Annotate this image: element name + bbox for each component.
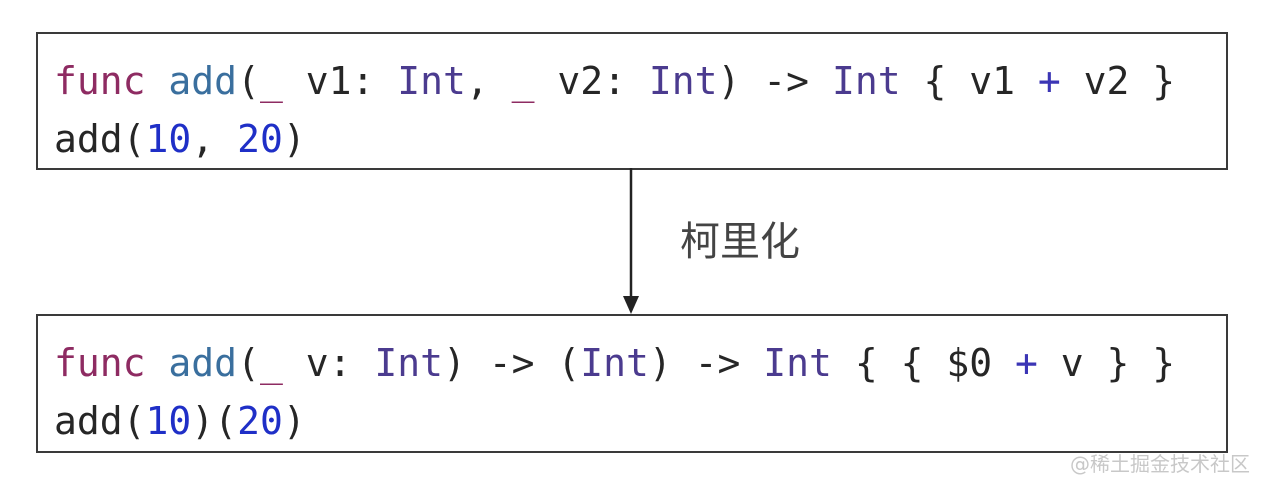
down-arrow-icon — [623, 168, 639, 314]
body-close: v } } — [1037, 341, 1176, 385]
paren-open: ( — [122, 117, 146, 161]
keyword-func: func — [54, 59, 146, 103]
call-name: add — [54, 399, 123, 443]
return-type: Int — [763, 341, 832, 385]
paren-mid: )( — [191, 399, 238, 443]
original-function-call: add(10, 20) — [54, 110, 1210, 168]
type-int: Int — [580, 341, 649, 385]
body-close: v2 } — [1060, 59, 1176, 103]
arrow-paren: ) -> ( — [442, 341, 581, 385]
original-function-declaration: func add(_ v1: Int, _ v2: Int) -> Int { … — [54, 52, 1210, 110]
plus-operator: + — [1037, 59, 1061, 103]
watermark: @稀土掘金技术社区 — [1070, 452, 1250, 476]
comma: , — [465, 59, 512, 103]
curried-function-call: add(10)(20) — [54, 392, 1210, 450]
number-literal: 20 — [237, 399, 283, 443]
curried-function-declaration: func add(_ v: Int) -> (Int) -> Int { { $… — [54, 334, 1210, 392]
keyword-func: func — [54, 341, 146, 385]
curried-code-box: func add(_ v: Int) -> (Int) -> Int { { $… — [36, 314, 1228, 453]
type-int: Int — [397, 59, 466, 103]
number-literal: 10 — [145, 399, 192, 443]
comma: , — [191, 117, 238, 161]
paren-close: ) — [282, 399, 306, 443]
paren-open: ( — [122, 399, 146, 443]
return-arrow: ) -> — [717, 59, 832, 103]
paren-close: ) — [282, 117, 306, 161]
param-v2: v2: — [534, 59, 649, 103]
body-open: { { $0 — [831, 341, 1015, 385]
original-code-box: func add(_ v1: Int, _ v2: Int) -> Int { … — [36, 32, 1228, 170]
plus-operator: + — [1014, 341, 1038, 385]
type-int: Int — [648, 59, 718, 103]
function-name: add — [168, 341, 238, 385]
call-name: add — [54, 117, 123, 161]
paren-open: ( — [237, 341, 260, 385]
underscore-label: _ — [259, 341, 283, 385]
body-open: { v1 — [900, 59, 1038, 103]
return-type: Int — [831, 59, 901, 103]
param-v: v: — [282, 341, 375, 385]
number-literal: 10 — [145, 117, 192, 161]
currying-label: 柯里化 — [680, 219, 800, 265]
underscore-label: _ — [511, 59, 535, 103]
number-literal: 20 — [237, 117, 283, 161]
underscore-label: _ — [259, 59, 283, 103]
arrow-head — [623, 296, 639, 314]
return-arrow: ) -> — [648, 341, 764, 385]
param-v1: v1: — [282, 59, 398, 103]
function-name: add — [168, 59, 238, 103]
type-int: Int — [374, 341, 443, 385]
paren-open: ( — [237, 59, 260, 103]
